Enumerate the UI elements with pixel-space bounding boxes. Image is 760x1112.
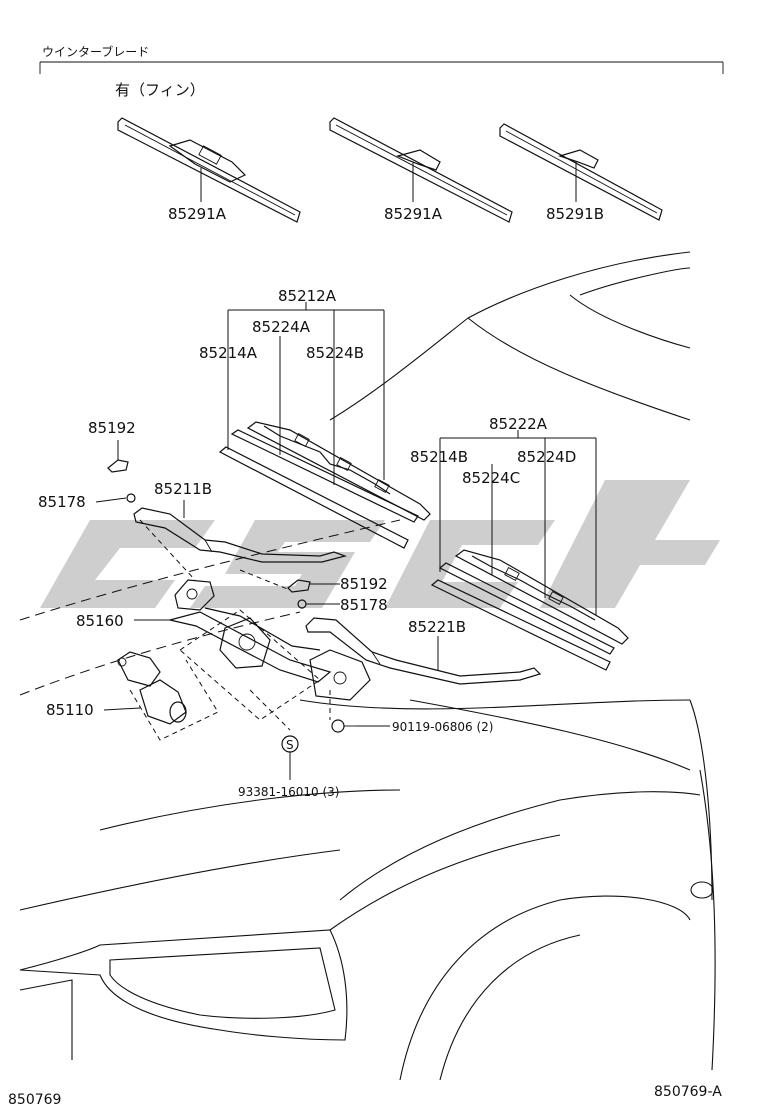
label-85214B: 85214B <box>410 448 468 466</box>
leaders-85212A-group <box>227 302 385 485</box>
nut-85178-left <box>126 493 136 503</box>
leader-85178-left <box>95 497 127 503</box>
wiper-link-85160 <box>169 579 371 701</box>
winter-blade-1 <box>117 117 301 223</box>
left-wiper-blade-assembly <box>218 421 431 549</box>
label-85178-left: 85178 <box>38 493 86 511</box>
leaders-85222A-group <box>439 430 597 615</box>
label-85212A: 85212A <box>278 287 337 305</box>
label-85224C: 85224C <box>462 469 520 487</box>
vehicle-body-outline <box>19 251 716 1081</box>
arm-cap-85192-top <box>107 459 129 473</box>
label-85224B: 85224B <box>306 344 364 362</box>
section-title: ウインターブレード <box>42 44 149 59</box>
label-85222A: 85222A <box>489 415 548 433</box>
label-85224A: 85224A <box>252 318 311 336</box>
right-wiper-arm <box>305 617 542 685</box>
label-85221B: 85221B <box>408 618 466 636</box>
bolt-90119 <box>331 719 356 733</box>
winter-blade-2 <box>329 117 513 223</box>
s-mark-letter: S <box>286 738 294 752</box>
label-85224D: 85224D <box>517 448 576 466</box>
label-85192-mid: 85192 <box>340 575 388 593</box>
label-85192-top: 85192 <box>88 419 136 437</box>
leader-85110 <box>103 707 141 711</box>
label-85291A-2: 85291A <box>384 205 443 223</box>
footer-right-code: 850769-A <box>654 1084 722 1100</box>
label-93381: 93381-16010 (3) <box>238 785 340 799</box>
label-85160: 85160 <box>76 612 124 630</box>
label-85110: 85110 <box>46 701 94 719</box>
footer-left-code: 850769 <box>8 1092 61 1108</box>
label-85291B: 85291B <box>546 205 604 223</box>
left-wiper-arm <box>133 507 348 563</box>
label-90119: 90119-06806 (2) <box>392 720 494 734</box>
label-85211B: 85211B <box>154 480 212 498</box>
winter-blade-3 <box>499 123 663 221</box>
label-85178-mid: 85178 <box>340 596 388 614</box>
wiper-motor-85110 <box>117 651 219 741</box>
link-mount-dashes <box>139 519 331 731</box>
label-85291A-1: 85291A <box>168 205 227 223</box>
right-wiper-blade-assembly <box>430 549 629 671</box>
arm-cap-85192-mid <box>287 579 311 593</box>
variant-label: 有（フィン） <box>115 81 205 99</box>
label-85214A: 85214A <box>199 344 258 362</box>
